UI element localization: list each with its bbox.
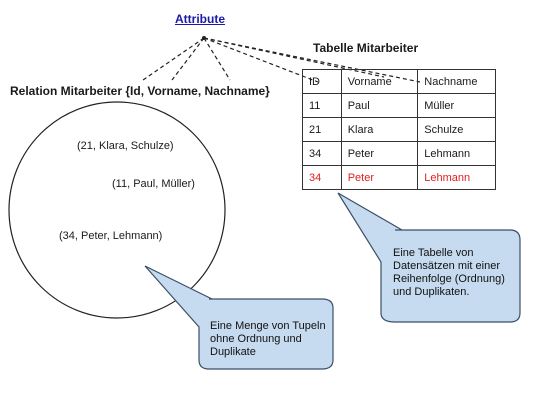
connector-table-id xyxy=(203,37,319,83)
table-cell-id: 34 xyxy=(302,165,342,190)
relation-title: Relation Mitarbeiter {Id, Vorname, Nachn… xyxy=(10,84,270,98)
employee-table: ID Vorname Nachname 11 Paul Müller 21 Kl… xyxy=(302,69,496,190)
table-title: Tabelle Mitarbeiter xyxy=(313,41,419,55)
table-row: 21 Klara Schulze xyxy=(302,117,496,142)
table-cell-id: 21 xyxy=(302,117,342,142)
table-cell-id: 11 xyxy=(302,93,342,118)
relation-callout-text: Eine Menge von Tupeln ohne Ordnung und D… xyxy=(210,320,326,358)
table-cell-id: 34 xyxy=(302,141,342,166)
relation-tuple: (34, Peter, Lehmann) xyxy=(59,230,163,242)
table-cell-vorname: Peter xyxy=(340,165,419,190)
table-row-duplicate: 34 Peter Lehmann xyxy=(302,165,496,190)
connector-relation-vorname xyxy=(171,37,205,81)
table-cell-nachname: Lehmann xyxy=(417,165,496,190)
relation-tuple: (11, Paul, Müller) xyxy=(112,178,195,190)
table-header-row: ID Vorname Nachname xyxy=(302,69,496,94)
relation-tuple: (21, Klara, Schulze) xyxy=(77,140,174,152)
attribute-origin-dot xyxy=(202,36,206,40)
connector-relation-nachname xyxy=(203,37,231,81)
table-cell-vorname: Paul xyxy=(340,93,419,118)
table-callout-bubble xyxy=(337,192,521,323)
table-row: 11 Paul Müller xyxy=(302,93,496,118)
table-cell-vorname: Klara xyxy=(340,117,419,142)
table-cell-id: ID xyxy=(302,69,342,94)
table-cell-vorname: Peter xyxy=(340,141,419,166)
table-cell-nachname: Schulze xyxy=(417,117,496,142)
table-cell-nachname: Müller xyxy=(417,93,496,118)
table-cell-nachname: Nachname xyxy=(417,69,496,94)
relation-callout-bubble xyxy=(144,265,334,370)
relation-set-ellipse xyxy=(8,101,226,319)
attribute-label[interactable]: Attribute xyxy=(175,12,225,26)
table-cell-vorname: Vorname xyxy=(340,69,419,94)
table-cell-nachname: Lehmann xyxy=(417,141,496,166)
table-row: 34 Peter Lehmann xyxy=(302,141,496,166)
table-callout-text: Eine Tabelle von Datensätzen mit einer R… xyxy=(393,247,505,298)
connector-relation-id xyxy=(142,37,205,81)
